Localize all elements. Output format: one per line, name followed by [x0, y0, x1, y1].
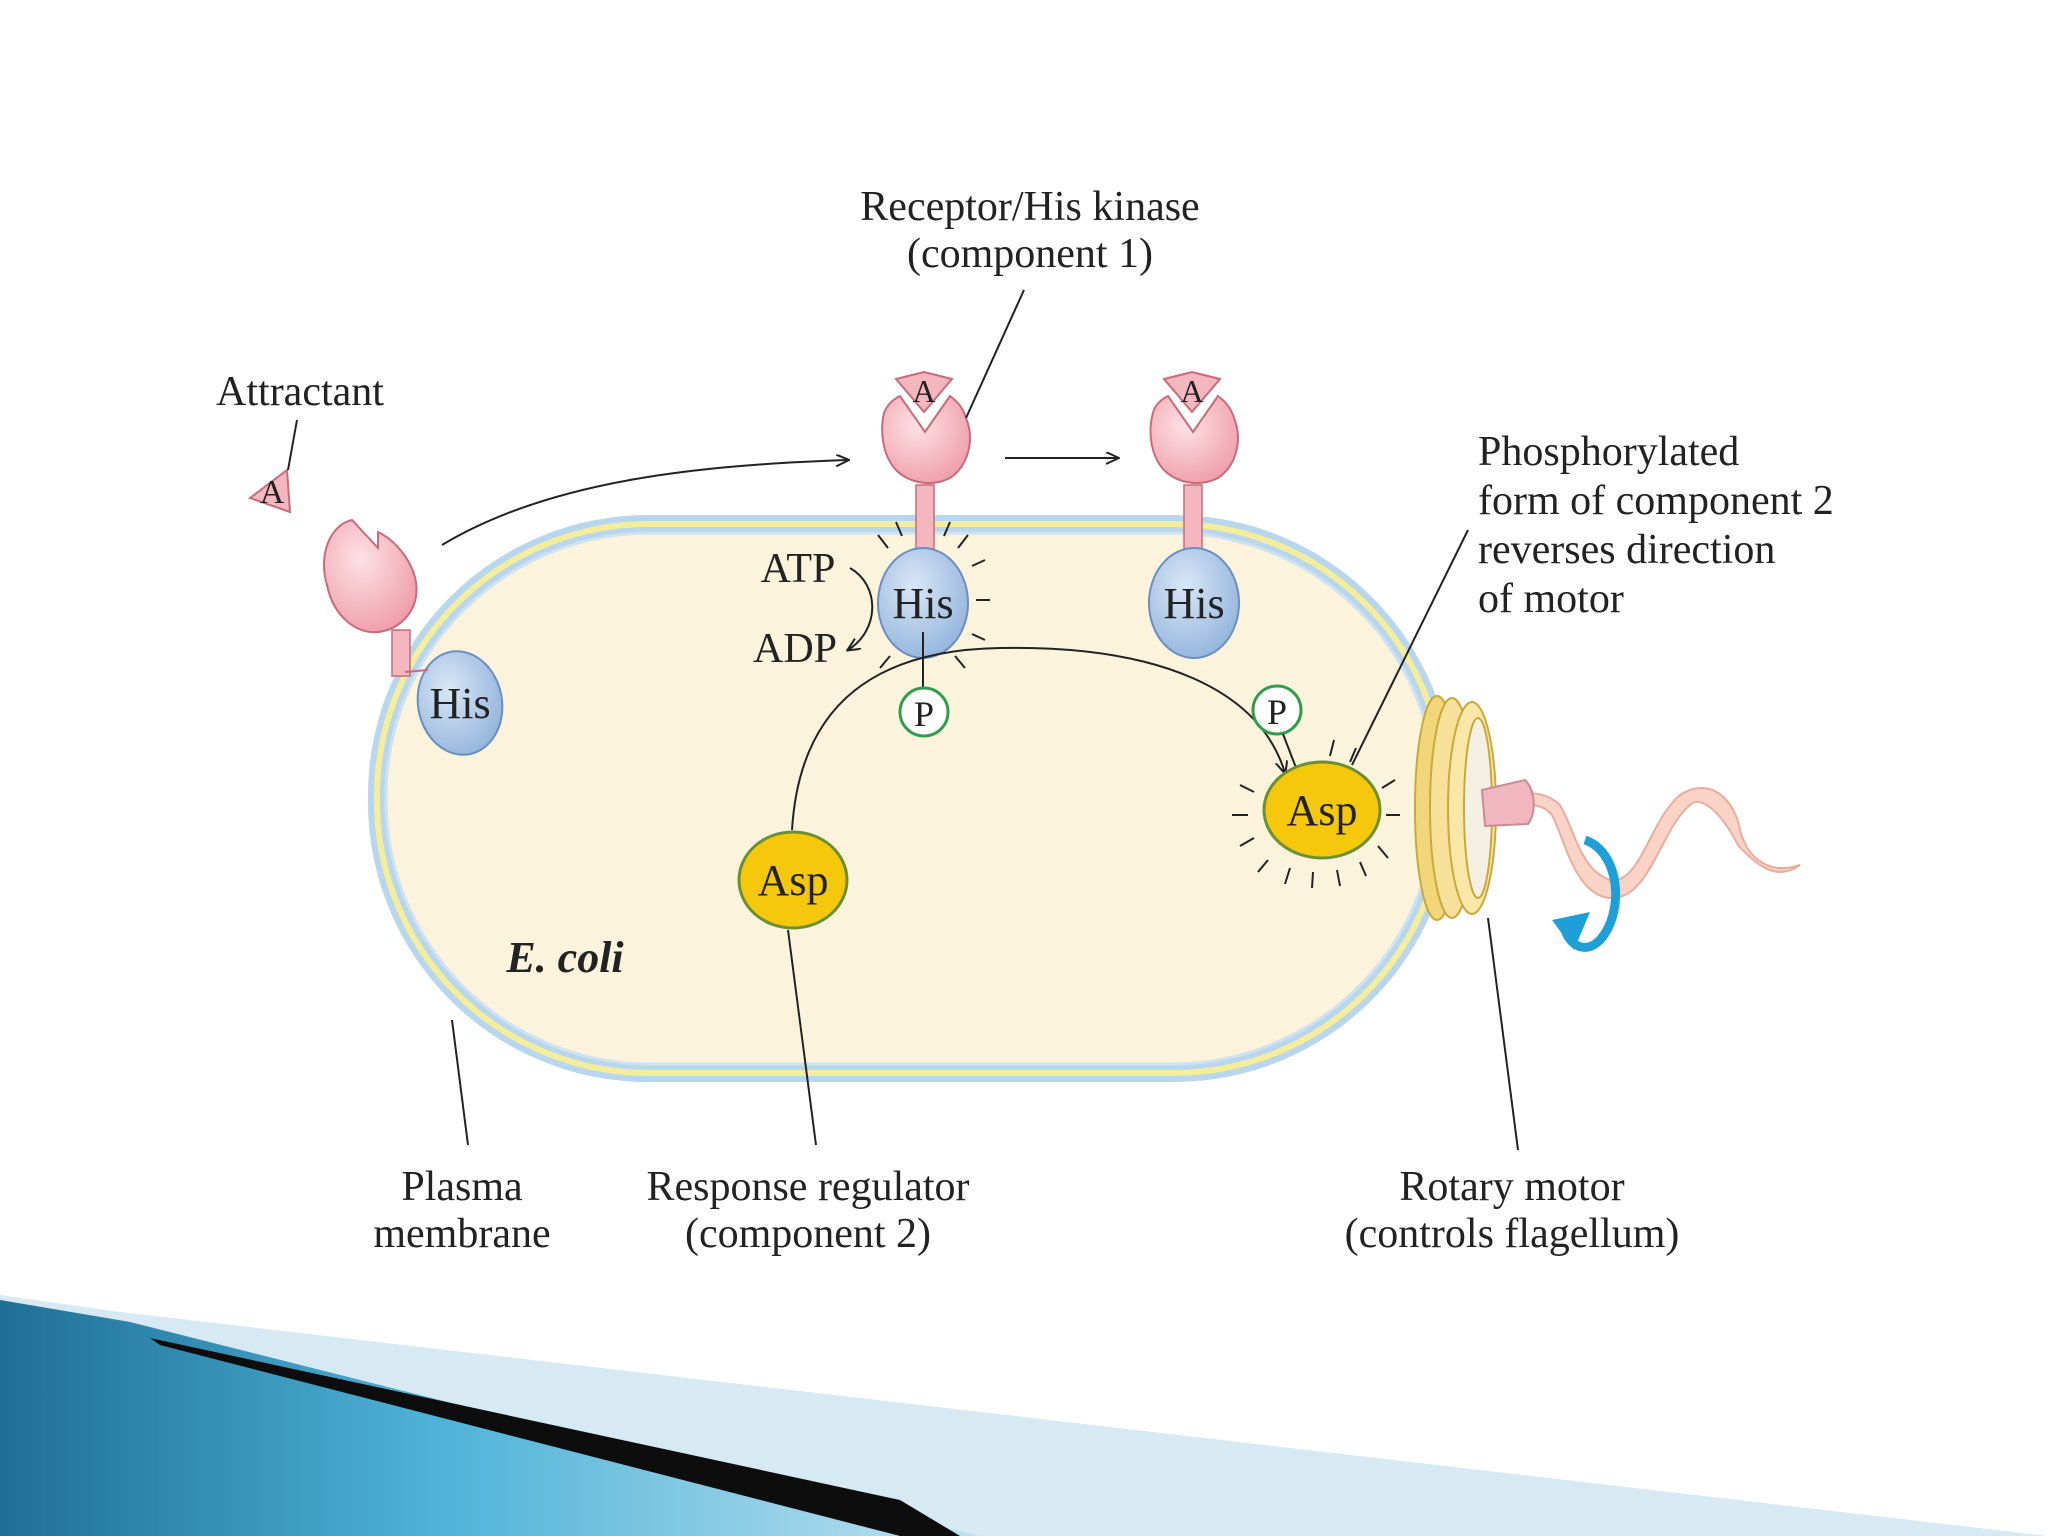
phospho-note-line2: form of component 2	[1478, 478, 1834, 524]
receptor-label-line2: (component 1)	[907, 231, 1153, 277]
phospho-note-line1: Phosphorylated	[1478, 429, 1739, 475]
attractant-free: A	[247, 468, 292, 514]
receptor-leader	[965, 289, 1025, 419]
phosphorylated-regulator: P Asp	[1232, 684, 1400, 889]
motor-label-line1: Rotary motor	[1399, 1164, 1624, 1210]
membrane-label-line1: Plasma	[401, 1164, 523, 1210]
receptor-unbound: His	[323, 518, 504, 756]
attractant-bound-letter-2: A	[1180, 373, 1203, 409]
binding-arrow	[441, 460, 848, 546]
activity-rays	[877, 521, 990, 669]
response-regulator: Asp	[737, 830, 849, 930]
receptor-bound: A His	[1148, 370, 1240, 659]
asp-activity-rays	[1232, 739, 1400, 889]
asp-label-phospho: Asp	[1287, 786, 1358, 835]
his-label: His	[429, 679, 490, 728]
atp-adp-arrow	[848, 567, 874, 650]
adp-label: ADP	[753, 626, 837, 672]
attractant-bound-letter: A	[912, 373, 935, 409]
regulator-label-line1: Response regulator	[646, 1164, 969, 1210]
membrane-label-line2: membrane	[373, 1211, 550, 1257]
phospho-note-line3: reverses direction	[1478, 527, 1775, 573]
receptor-label-line1: Receptor/His kinase	[860, 184, 1199, 230]
phosphate-letter-his: P	[914, 694, 934, 734]
attractant-leader	[287, 419, 298, 471]
attractant-letter: A	[260, 474, 285, 511]
his-label-2: His	[1163, 579, 1224, 628]
phosphate-on-asp	[1251, 684, 1303, 736]
his-domain-2	[1148, 547, 1240, 659]
his-domain	[416, 650, 504, 756]
flagellum	[1480, 778, 1801, 952]
rotary-motor	[1414, 695, 1497, 921]
phosphotransfer-arrow	[791, 646, 1285, 831]
phospho-note-leader	[1351, 529, 1469, 766]
phospho-note-line4: of motor	[1478, 576, 1624, 622]
his-label-active: His	[892, 579, 953, 628]
attractant-label: Attractant	[216, 369, 384, 415]
asp-label: Asp	[758, 856, 829, 905]
slide-banner	[0, 1295, 2048, 1536]
attractant-bound-2	[1162, 370, 1222, 414]
regulator-leader	[787, 929, 817, 1146]
atp-label: ATP	[761, 546, 836, 592]
phosphate-letter-asp: P	[1267, 692, 1287, 732]
organism-label: E. coli	[505, 933, 624, 982]
motor-leader	[1487, 917, 1519, 1151]
motor-label-line2: (controls flagellum)	[1345, 1211, 1680, 1257]
phosphate-on-his	[898, 686, 950, 738]
regulator-label-line2: (component 2)	[685, 1211, 931, 1257]
attractant-bound	[894, 370, 954, 414]
membrane-leader	[451, 1019, 469, 1146]
